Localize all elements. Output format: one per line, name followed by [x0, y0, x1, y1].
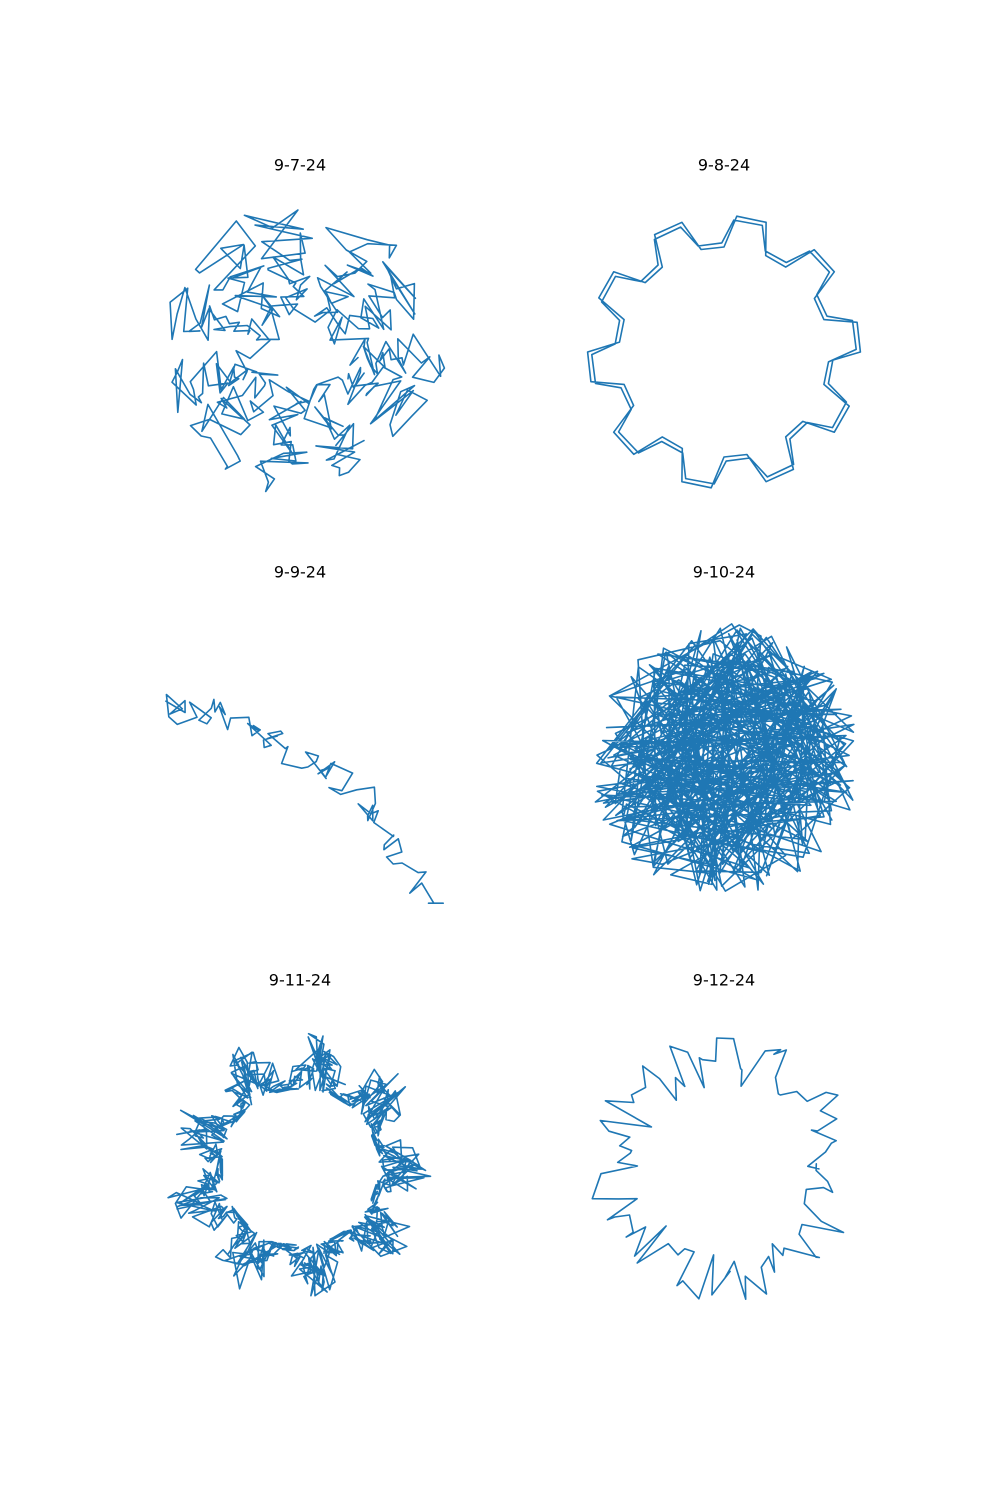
series-line	[594, 623, 855, 892]
subplot-9-11-24: 9-11-24	[167, 971, 432, 1297]
subplot-title: 9-7-24	[274, 156, 326, 175]
subplot-grid: 9-7-24 9-8-24 9-9-24 9-10-24 9-11-24 9-12-24	[165, 156, 862, 1300]
subplot-9-8-24: 9-8-24	[586, 156, 862, 489]
subplot-title: 9-9-24	[274, 563, 326, 582]
series-line	[591, 1037, 845, 1300]
subplot-title: 9-12-24	[693, 971, 755, 990]
subplot-9-9-24: 9-9-24	[165, 563, 444, 904]
series-line	[167, 1032, 432, 1297]
subplot-9-12-24: 9-12-24	[591, 971, 845, 1300]
series-line	[169, 209, 446, 493]
subplot-title: 9-11-24	[269, 971, 331, 990]
series-line	[586, 215, 862, 489]
subplot-9-10-24: 9-10-24	[594, 563, 855, 892]
series-line	[165, 693, 444, 904]
subplot-title: 9-8-24	[698, 156, 750, 175]
subplot-9-7-24: 9-7-24	[169, 156, 446, 493]
subplot-title: 9-10-24	[693, 563, 755, 582]
